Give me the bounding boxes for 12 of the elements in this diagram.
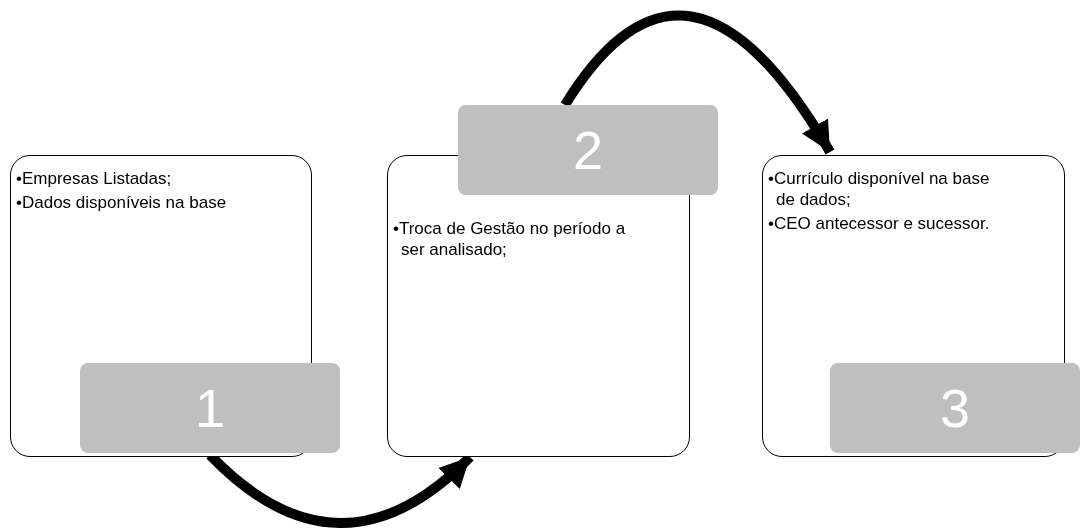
- number-tab: [80, 363, 340, 453]
- step-number: 1: [194, 381, 225, 435]
- bullet-text: •CEO antecessor e sucessor.: [768, 213, 991, 234]
- bullet-text: •Troca de Gestão no período a ser analisado;: [393, 218, 627, 260]
- bullet-text: •Dados disponíveis na base: [16, 192, 228, 213]
- number-tab: [458, 105, 718, 195]
- number-tab: [830, 363, 1080, 453]
- bullet-text: •Currículo disponível na base de dados;: [768, 168, 991, 210]
- step-number: 2: [572, 123, 603, 177]
- step-number: 3: [939, 381, 970, 435]
- bullet-text: •Empresas Listadas;: [16, 168, 173, 189]
- curved-arrow: [560, 11, 835, 155]
